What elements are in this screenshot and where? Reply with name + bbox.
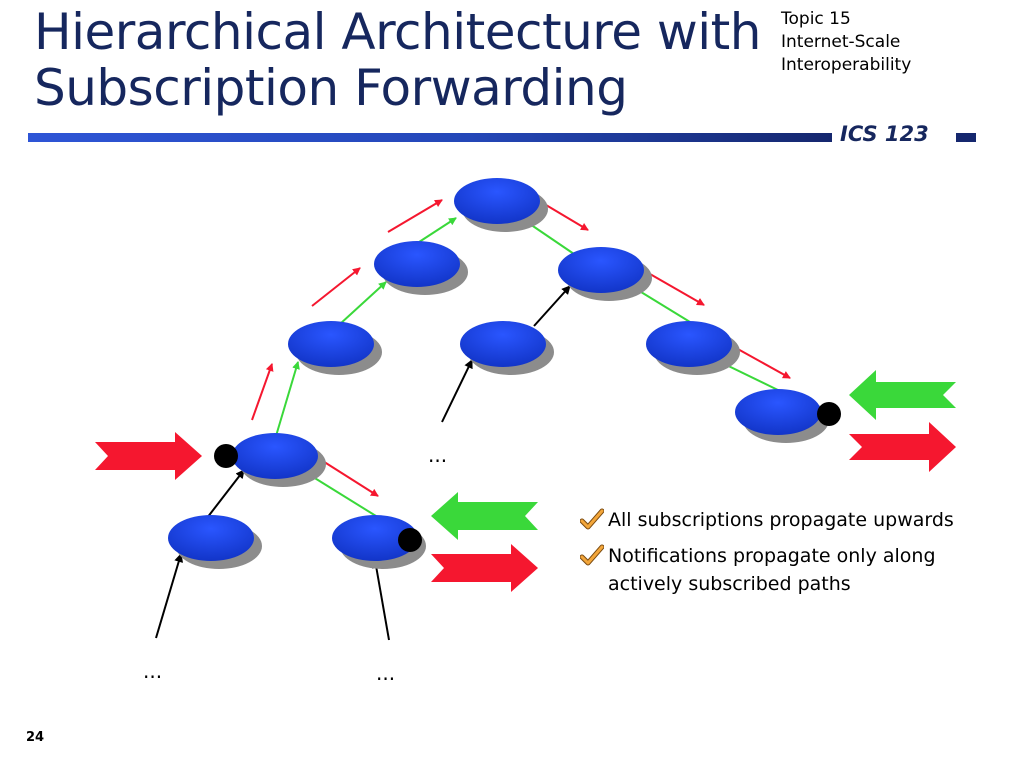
attachment-dot	[398, 528, 422, 552]
notification-arrow	[649, 273, 705, 306]
subscription-out-arrow	[431, 492, 538, 540]
bullet-list: All subscriptions propagate upwards Noti…	[580, 506, 1000, 606]
slide-title: Hierarchical Architecture with Subscript…	[34, 4, 774, 116]
topic-line-3: Interoperability	[781, 55, 912, 75]
server-node	[168, 515, 262, 569]
server-node	[232, 433, 326, 487]
bullet-text: All subscriptions propagate upwards	[608, 509, 954, 531]
subscription-arrow	[415, 217, 457, 245]
bullet-text: Notifications propagate only along activ…	[608, 545, 936, 595]
notification-arrow	[311, 267, 361, 307]
notification-arrow	[735, 347, 791, 379]
checkmark-icon	[580, 544, 604, 566]
slide-title-line-2: Subscription Forwarding	[34, 59, 628, 117]
header-rule	[28, 133, 832, 142]
subscription-arrow	[275, 361, 300, 437]
notification-arrow	[387, 199, 443, 233]
attachment-dot	[817, 402, 841, 426]
notification-out-arrow	[849, 422, 956, 472]
attachment-dot	[214, 444, 238, 468]
notification-arrow	[540, 201, 589, 231]
server-node	[735, 389, 829, 443]
subscription-arrow	[339, 281, 387, 325]
bullet-item: Notifications propagate only along activ…	[580, 542, 1000, 598]
notification-in-arrow	[95, 432, 202, 480]
server-node	[374, 241, 468, 295]
block-arrows	[95, 370, 956, 592]
slide-title-line-1: Hierarchical Architecture with	[34, 3, 761, 61]
notification-arrows-up	[251, 199, 443, 421]
client-link-arrow	[371, 559, 390, 641]
checkmark-icon	[580, 508, 604, 530]
server-node	[558, 247, 652, 301]
ellipsis-label: ...	[143, 659, 162, 683]
attachment-points	[214, 402, 841, 552]
course-label: ICS 123	[840, 122, 929, 146]
client-link-arrow	[206, 469, 245, 519]
server-node	[288, 321, 382, 375]
client-link-arrow	[441, 359, 473, 423]
bullet-item: All subscriptions propagate upwards	[580, 506, 1000, 534]
header-rule-tail	[956, 133, 976, 142]
client-link-arrow	[155, 553, 184, 639]
notification-out-arrow	[431, 544, 538, 592]
page-number: 24	[26, 730, 45, 745]
notification-arrows-down	[317, 201, 791, 497]
notification-arrow	[317, 457, 379, 497]
subscription-out-arrow	[849, 370, 956, 420]
notification-arrow	[251, 363, 274, 421]
client-link-arrow	[533, 285, 571, 327]
ellipsis-label: ...	[376, 661, 395, 685]
server-node	[460, 321, 554, 375]
topic-line-2: Internet-Scale	[781, 32, 901, 52]
server-nodes	[168, 178, 829, 569]
client-links	[155, 285, 571, 641]
server-node	[646, 321, 740, 375]
subscription-link	[304, 471, 377, 517]
server-node-root	[454, 178, 548, 232]
topic-label: Topic 15 Internet-Scale Interoperability	[781, 8, 911, 77]
topic-line-1: Topic 15	[781, 9, 851, 29]
ellipsis-label: ...	[428, 443, 447, 467]
